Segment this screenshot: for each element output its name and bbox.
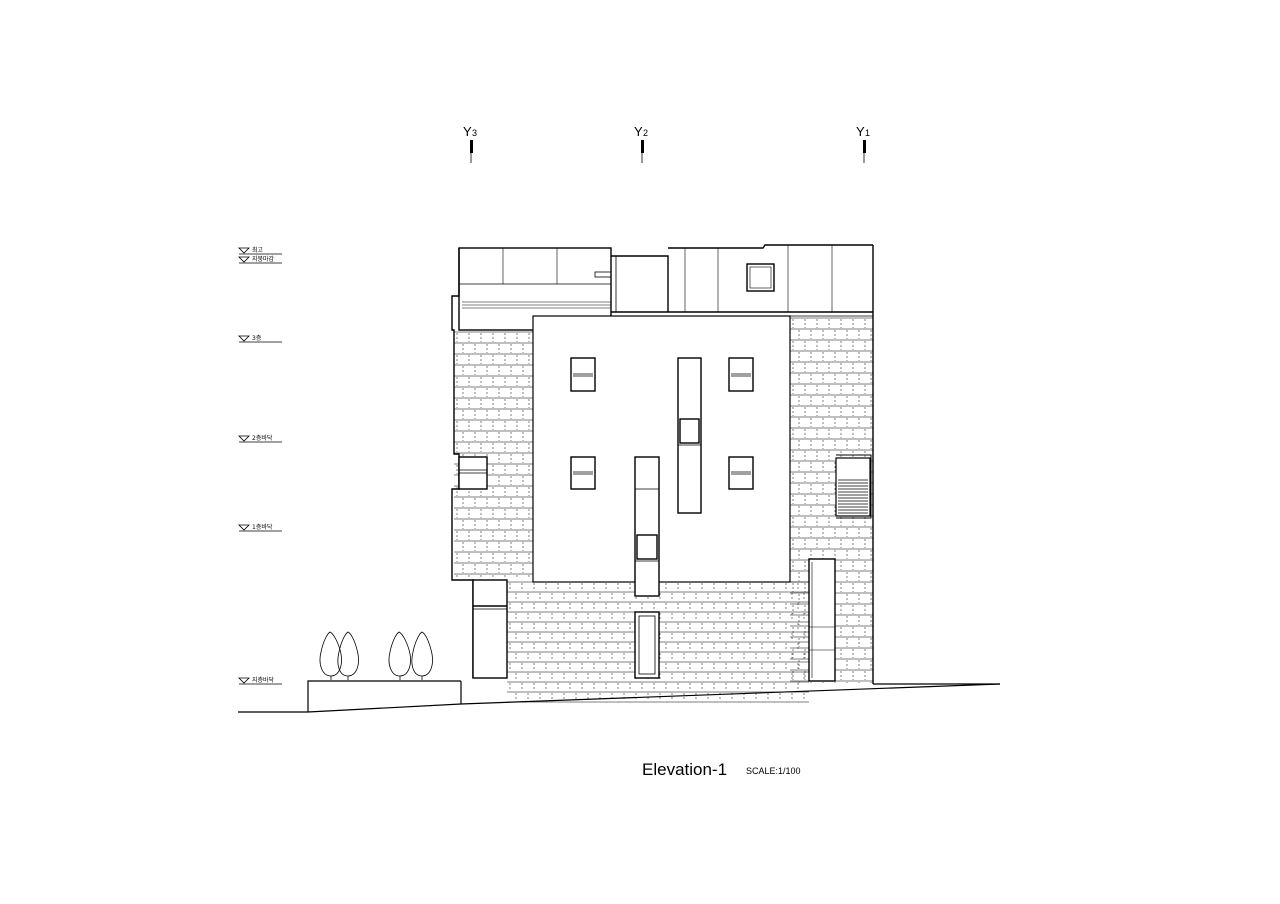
level-label-3f: 3층	[252, 334, 262, 342]
level-marker-basement: 지층바닥	[238, 676, 282, 685]
level-marker-roof: 지붕마감	[238, 255, 282, 264]
level-marker-3f: 3층	[238, 334, 282, 343]
level-label-1f: 1층바닥	[252, 523, 273, 531]
drawing-scale: SCALE:1/100	[746, 766, 801, 776]
tree-group-right	[388, 631, 433, 680]
brick-wall-left	[454, 331, 533, 577]
drawing-title: Elevation-1	[642, 760, 727, 779]
slot-window-lower	[634, 456, 660, 597]
level-marker-2f: 2층바닥	[238, 434, 282, 443]
level-marker-1f: 1층바닥	[238, 523, 282, 532]
level-label-roof: 지붕마감	[252, 255, 275, 263]
axis-sub-y2: 2	[643, 128, 648, 138]
tree-group-left	[319, 631, 359, 680]
axis-marker-y3: Y 3	[463, 124, 477, 163]
window-lower-right	[728, 456, 754, 490]
side-window-left	[458, 456, 488, 490]
axis-label-y2: Y	[634, 124, 643, 139]
axis-marker-y1: Y 1	[856, 124, 870, 163]
level-label-top: 최고	[252, 246, 264, 254]
window-upper-right	[728, 357, 754, 392]
entry-slot-window	[634, 611, 660, 679]
door-left	[472, 579, 508, 679]
axis-sub-y3: 3	[472, 128, 477, 138]
window-upper-left	[570, 357, 596, 392]
axis-label-y3: Y	[463, 124, 472, 139]
central-panel	[532, 315, 791, 583]
door-right	[808, 558, 836, 682]
window-lower-left	[570, 456, 596, 490]
axis-marker-y2: Y 2	[634, 124, 648, 163]
slot-window-upper	[677, 357, 702, 514]
level-label-basement: 지층바닥	[252, 676, 275, 684]
axis-label-y1: Y	[856, 124, 865, 139]
level-label-2f: 2층바닥	[252, 434, 273, 442]
roof-parapet	[458, 247, 612, 331]
louver-vent-right	[835, 457, 871, 517]
building-outline	[451, 245, 874, 684]
level-marker-top: 최고	[238, 246, 282, 255]
ground-line	[238, 680, 1001, 713]
axis-sub-y1: 1	[865, 128, 870, 138]
roof-stair-tower	[611, 244, 873, 317]
